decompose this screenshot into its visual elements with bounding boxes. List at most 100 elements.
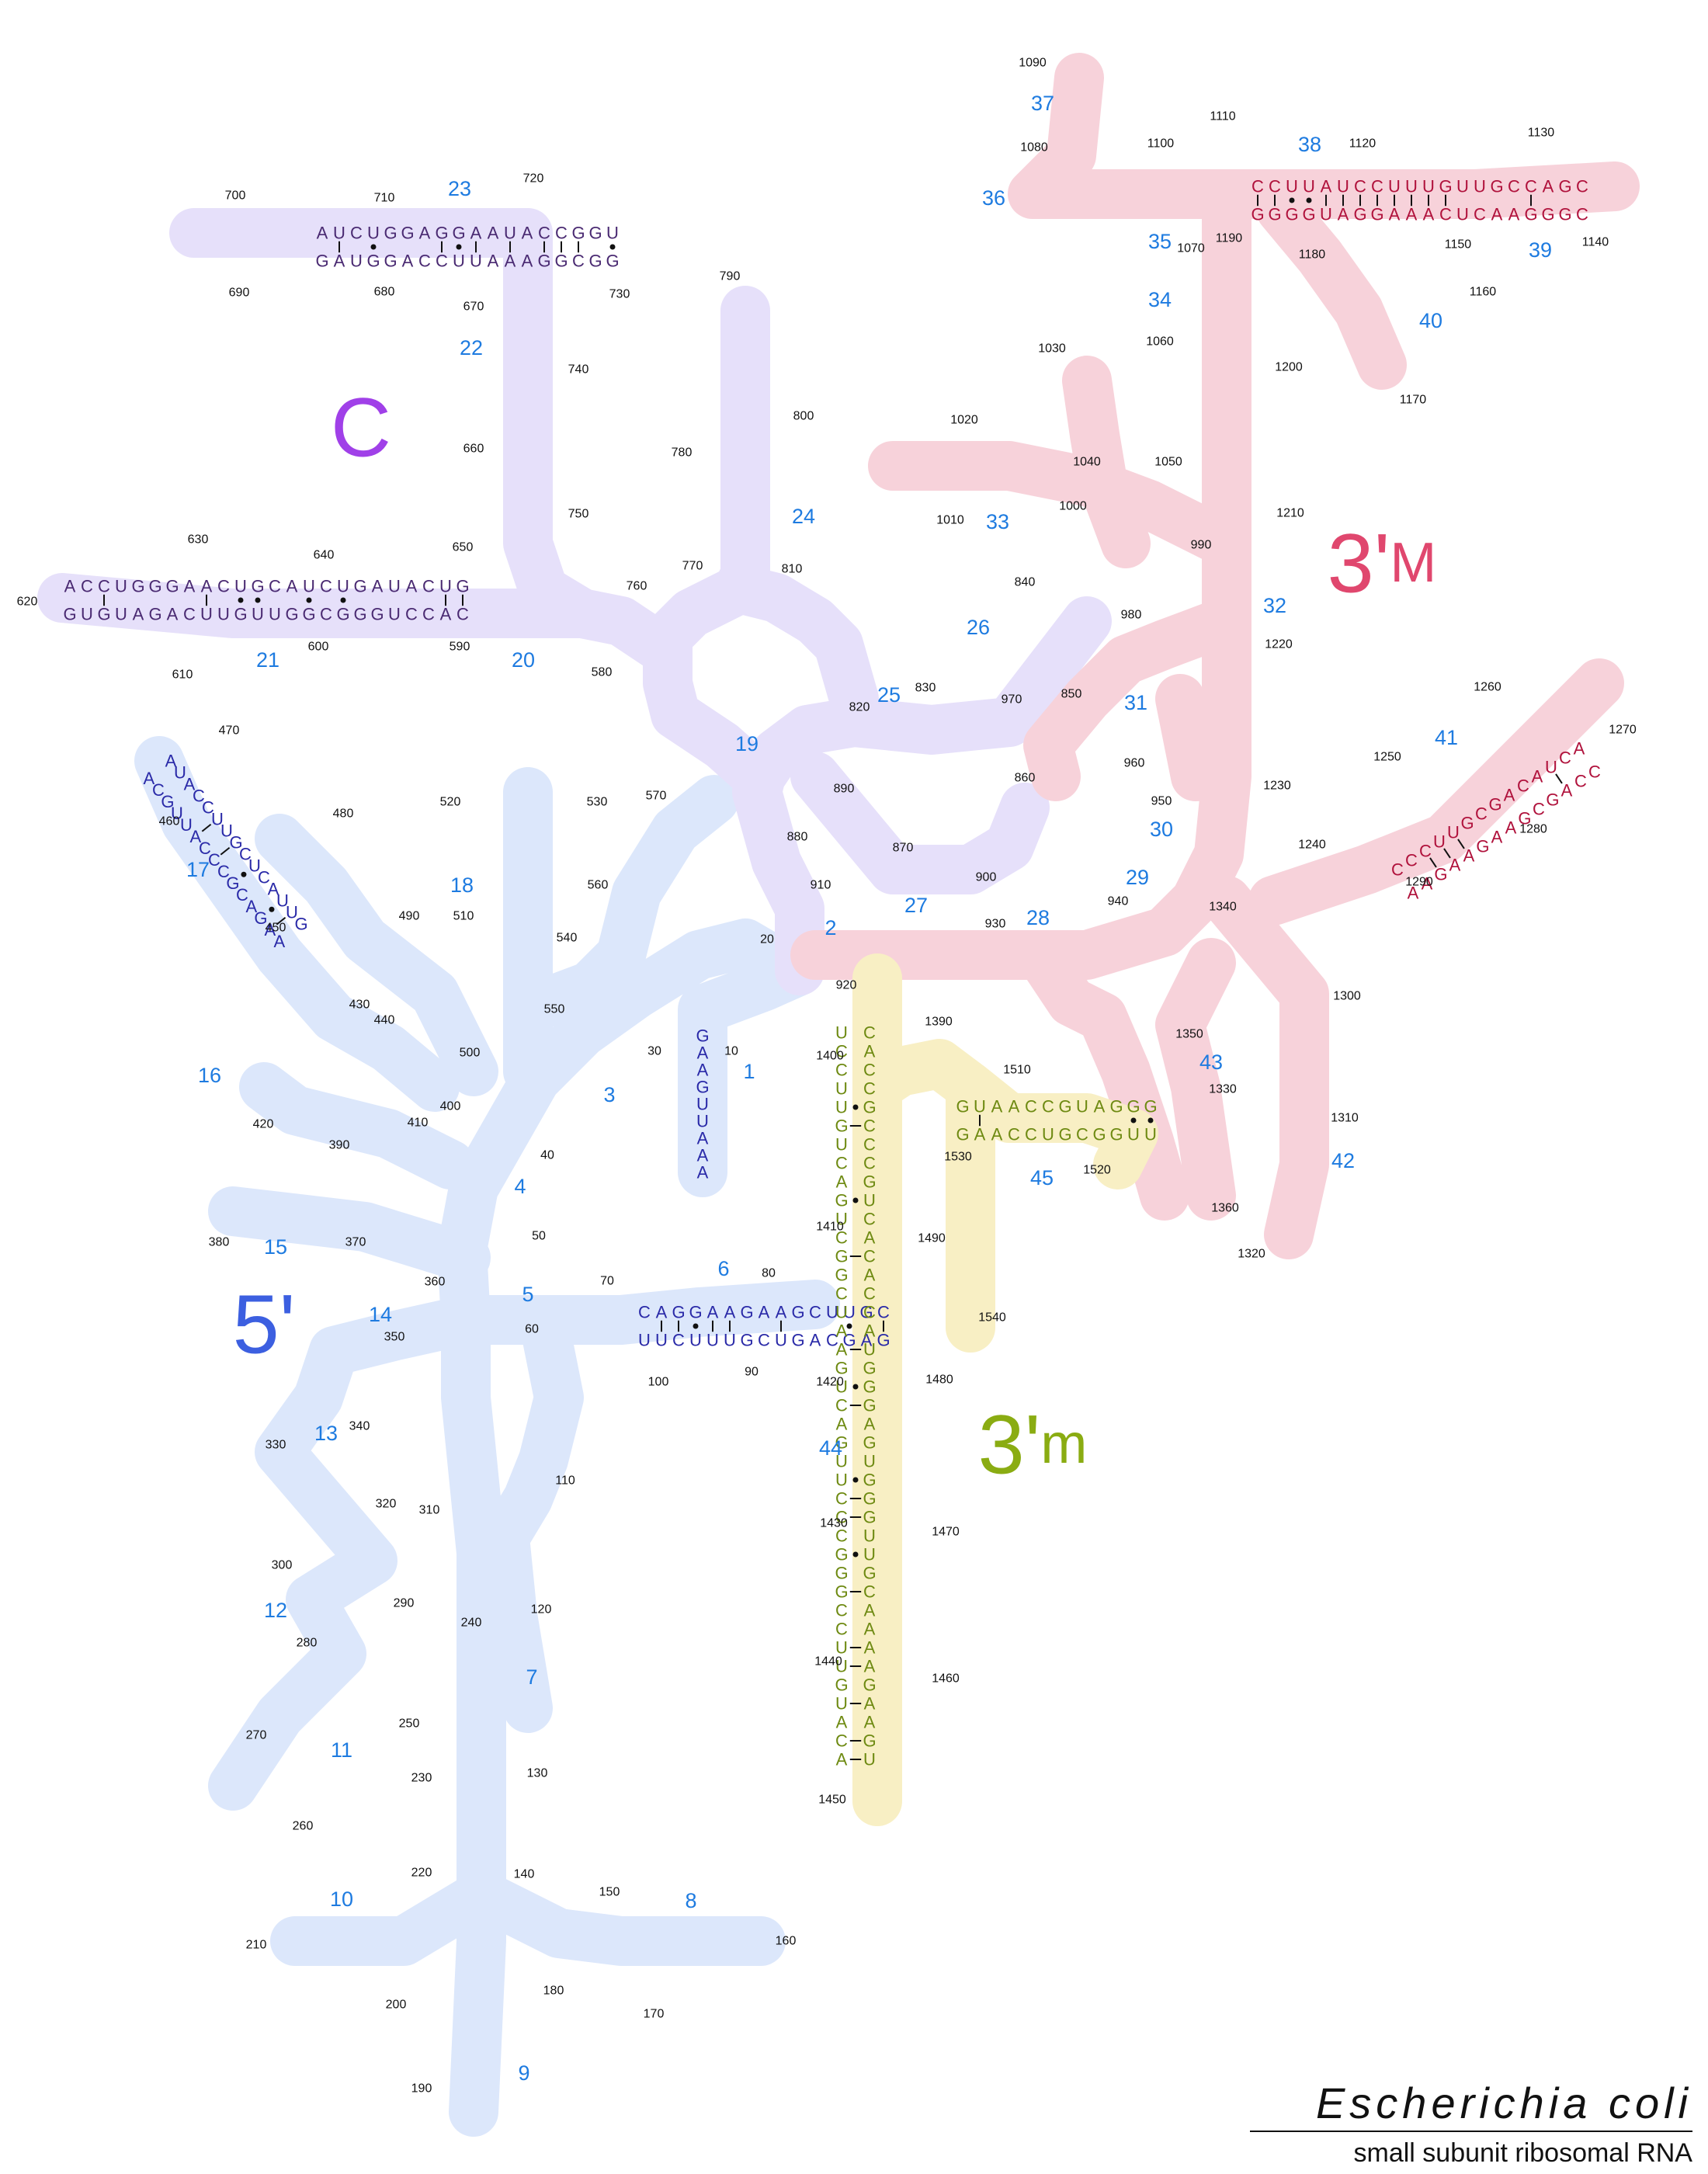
helix-41-nt: C	[1517, 776, 1529, 796]
helix-6-nt: G	[689, 1303, 702, 1322]
title-block: Escherichia coli small subunit ribosomal…	[1250, 2078, 1692, 2168]
position-60: 60	[525, 1323, 539, 1336]
helix-38-gu-pair	[1306, 197, 1312, 203]
species-name: Escherichia coli	[1316, 2078, 1692, 2127]
domain-central-highlight	[37, 208, 1112, 995]
helix-44-nt: U	[863, 1452, 876, 1471]
helix-number-21: 21	[256, 648, 279, 672]
helix-44-nt: G	[863, 1489, 876, 1509]
helix-23-nt: U	[333, 224, 345, 243]
helix-number-42: 42	[1331, 1149, 1355, 1172]
helix-45-nt: U	[974, 1097, 986, 1117]
helix-21-nt: U	[337, 577, 349, 596]
helix-44-nt: U	[863, 1545, 876, 1565]
helix-23-gu-pair	[456, 244, 462, 250]
helix-41-nt: U	[1433, 832, 1446, 852]
position-960: 960	[1124, 757, 1145, 770]
helix-number-12: 12	[264, 1599, 287, 1622]
position-310: 310	[419, 1504, 440, 1517]
domain-label-2: 3'M	[1328, 516, 1437, 610]
position-20: 20	[760, 933, 774, 946]
position-1300: 1300	[1333, 990, 1361, 1003]
tail-5prime-nt: A	[697, 1146, 709, 1165]
helix-numbers: 1234567891011121314151617181920212223242…	[186, 92, 1552, 2085]
position-870: 870	[893, 842, 914, 855]
position-850: 850	[1061, 688, 1082, 701]
helix-6-nt: G	[672, 1303, 685, 1322]
position-numbers: 1020304050607080901001101201301401501601…	[17, 57, 1637, 2096]
helix-44-nt: G	[863, 1396, 876, 1415]
helix-38-nt: G	[1302, 205, 1315, 224]
domain-3major-highlight	[790, 53, 1640, 1259]
helix-23-nt: A	[522, 224, 533, 243]
helix-44-gu-pair	[852, 1104, 859, 1110]
position-170: 170	[644, 2008, 665, 2021]
position-1100: 1100	[1147, 137, 1175, 151]
position-1140: 1140	[1582, 236, 1609, 249]
helix-45-nt: U	[1144, 1125, 1157, 1144]
helix-21-nt: A	[64, 577, 76, 596]
position-1520: 1520	[1083, 1164, 1111, 1177]
position-1060: 1060	[1146, 335, 1174, 349]
helix-44-nt: U	[835, 1452, 848, 1471]
helix-41-nt: C	[1559, 748, 1571, 768]
helix-44-nt: C	[863, 1284, 876, 1304]
helix-6-nt: C	[826, 1331, 838, 1350]
helix-21-nt: C	[217, 577, 230, 596]
helix-41-nt: G	[1460, 814, 1474, 833]
helix-6-nt: U	[724, 1331, 736, 1350]
position-380: 380	[209, 1236, 230, 1249]
helix-38-nt: A	[1389, 205, 1401, 224]
helix-44-nt: U	[835, 1303, 848, 1322]
helix-6-nt: A	[656, 1303, 668, 1322]
position-560: 560	[588, 879, 609, 892]
helix-44-nt: A	[864, 1638, 876, 1658]
helix-45-nt: U	[1042, 1125, 1054, 1144]
position-990: 990	[1191, 539, 1212, 552]
helix-21-nt: G	[148, 577, 161, 596]
helix-44-nt: C	[863, 1023, 876, 1043]
helix-23-nt: U	[367, 224, 380, 243]
position-130: 130	[527, 1767, 548, 1780]
helix-17-nt: C	[199, 839, 211, 858]
helix-21-gu-pair	[238, 597, 244, 603]
helix-44-nt: G	[835, 1564, 848, 1583]
helix-21-nt: U	[269, 605, 281, 624]
helix-number-20: 20	[512, 648, 535, 672]
helix-6-nt: C	[877, 1303, 890, 1322]
helix-38-nt: C	[1439, 205, 1452, 224]
helix-45-nt: U	[1127, 1125, 1140, 1144]
helix-21-nt: G	[285, 605, 298, 624]
position-700: 700	[225, 189, 246, 203]
helix-41-nt: A	[1491, 827, 1503, 846]
helix-38-nt: C	[1251, 177, 1264, 196]
position-270: 270	[246, 1729, 267, 1742]
helix-21-nt: G	[165, 577, 179, 596]
helix-number-24: 24	[792, 505, 815, 528]
helix-44-nt: A	[836, 1750, 848, 1769]
helix-6-nt: A	[759, 1303, 770, 1322]
helix-41-nt: C	[1419, 842, 1432, 861]
helix-38-nt: G	[1541, 205, 1554, 224]
position-740: 740	[568, 363, 589, 377]
position-1230: 1230	[1263, 780, 1291, 793]
helix-45-nt: A	[1008, 1097, 1020, 1117]
helix-23-gu-pair	[609, 244, 616, 250]
helix-44-gu-pair	[852, 1477, 859, 1483]
helix-number-18: 18	[450, 873, 474, 897]
helix-44-nt: C	[863, 1582, 876, 1602]
helix-21: AGCUCGUUGAGGGAACAUCUUGGUCUAGUGCCUGGGAGUU…	[63, 577, 469, 624]
helix-21-gu-pair	[306, 597, 312, 603]
position-160: 160	[776, 1935, 797, 1948]
helix-44-nt: U	[863, 1340, 876, 1360]
helix-44-nt: U	[863, 1191, 876, 1210]
helix-6-gu-pair	[693, 1323, 699, 1329]
domain-3minor-highlight	[852, 953, 1158, 1826]
position-230: 230	[411, 1772, 432, 1785]
helix-number-34: 34	[1148, 288, 1172, 311]
helix-23-nt: A	[402, 252, 414, 271]
helix-number-26: 26	[967, 616, 990, 639]
position-1510: 1510	[1003, 1064, 1031, 1077]
